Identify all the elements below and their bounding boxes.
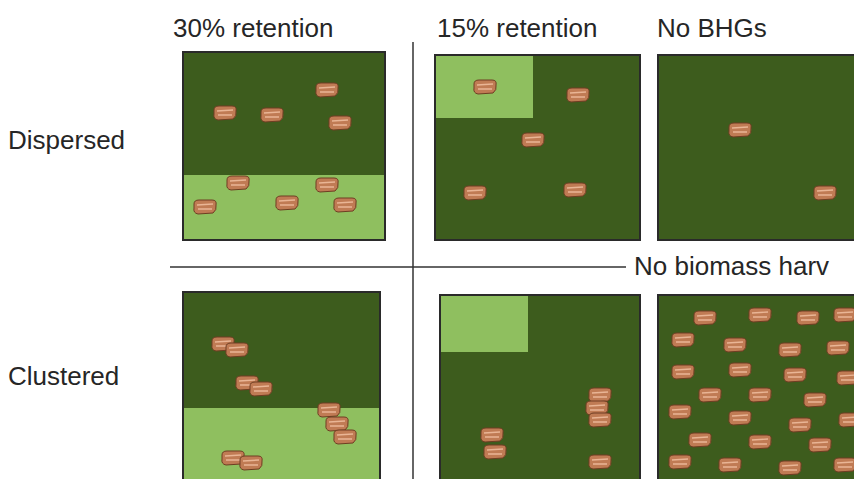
plot-panel — [435, 55, 640, 240]
column-header: 30% retention — [173, 13, 333, 44]
column-header: 15% retention — [437, 13, 597, 44]
row-header: Clustered — [8, 361, 119, 392]
plot-panel — [658, 55, 854, 240]
column-header: No BHGs — [657, 13, 767, 44]
divider-line — [412, 42, 414, 479]
divider-line — [170, 266, 626, 268]
divider-label: No biomass harv — [632, 251, 831, 282]
plot-panel — [440, 295, 640, 479]
plot-panel — [183, 292, 380, 479]
row-header: Dispersed — [8, 125, 125, 156]
plot-panel — [183, 52, 385, 240]
plot-panel — [658, 295, 854, 479]
